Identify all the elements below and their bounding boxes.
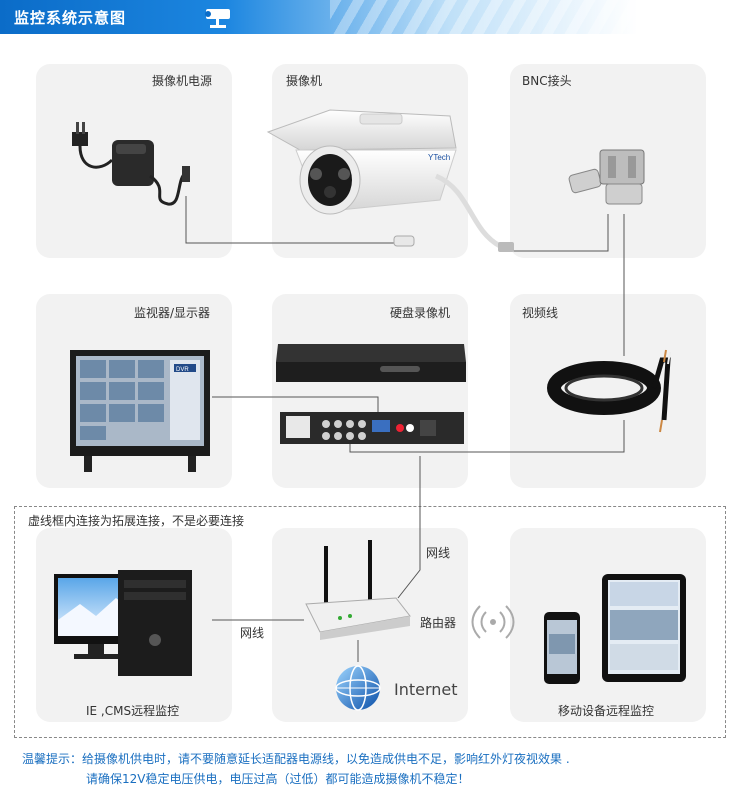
extended-connection-box	[14, 506, 726, 738]
monitor-title: 监视器/显示器	[134, 306, 211, 320]
video-cable-card	[510, 294, 706, 488]
camera-power-title: 摄像机电源	[152, 74, 213, 88]
dvr-title: 硬盘录像机	[390, 306, 451, 320]
camera-logo-text: YTech	[428, 153, 450, 162]
dvr-screen-badge: DVR	[176, 367, 189, 373]
camera-title: 摄像机	[286, 74, 323, 88]
tip-line-1: 温馨提示：给摄像机供电时，请不要随意延长适配器电源线，以免造成供电不足，影响红外…	[22, 752, 570, 766]
power-to-camera-line	[185, 196, 396, 244]
lcd-monitor-image	[70, 350, 210, 472]
internet-label: Internet	[394, 680, 458, 699]
power-adapter-image	[72, 122, 190, 206]
monitor-to-dvr-line	[212, 396, 379, 418]
bnc-connector-image	[568, 149, 645, 205]
header-bar: 监控系统示意图	[0, 0, 750, 34]
bnc-title: BNC接头	[522, 74, 572, 88]
video-cable-title: 视频线	[522, 306, 559, 320]
network-cable-label-top: 网线	[426, 546, 451, 560]
camera-header-icon	[205, 9, 230, 28]
camera-to-bnc-line	[512, 214, 609, 252]
mobile-title: 移动设备远程监控	[558, 704, 655, 718]
mobile-devices-image	[544, 574, 686, 684]
bullet-camera-image	[266, 109, 514, 252]
router-label: 路由器	[420, 616, 457, 630]
network-cable-label-left: 网线	[240, 626, 265, 640]
video-cable-coil-image	[547, 349, 671, 433]
tip-line-2: 请确保12V稳定电压供电，电压过高（过低）都可能造成摄像机不稳定！	[86, 772, 470, 786]
wireless-router-image	[305, 540, 411, 640]
dashed-note: 虚线框内连接为拓展连接，不是必要连接	[28, 514, 245, 528]
page-title: 监控系统示意图	[14, 9, 127, 27]
pc-title: IE ,CMS远程监控	[86, 704, 180, 718]
dvr-to-cable-line	[349, 420, 625, 453]
dvr-card	[272, 294, 468, 488]
wireless-signal-icon	[471, 605, 515, 639]
dvr-recorder-image	[276, 344, 466, 444]
dvr-to-router-line	[397, 456, 421, 599]
globe-icon	[335, 665, 381, 711]
desktop-pc-image	[54, 570, 192, 676]
connector-lines	[185, 196, 625, 662]
header-stripes	[330, 0, 750, 34]
